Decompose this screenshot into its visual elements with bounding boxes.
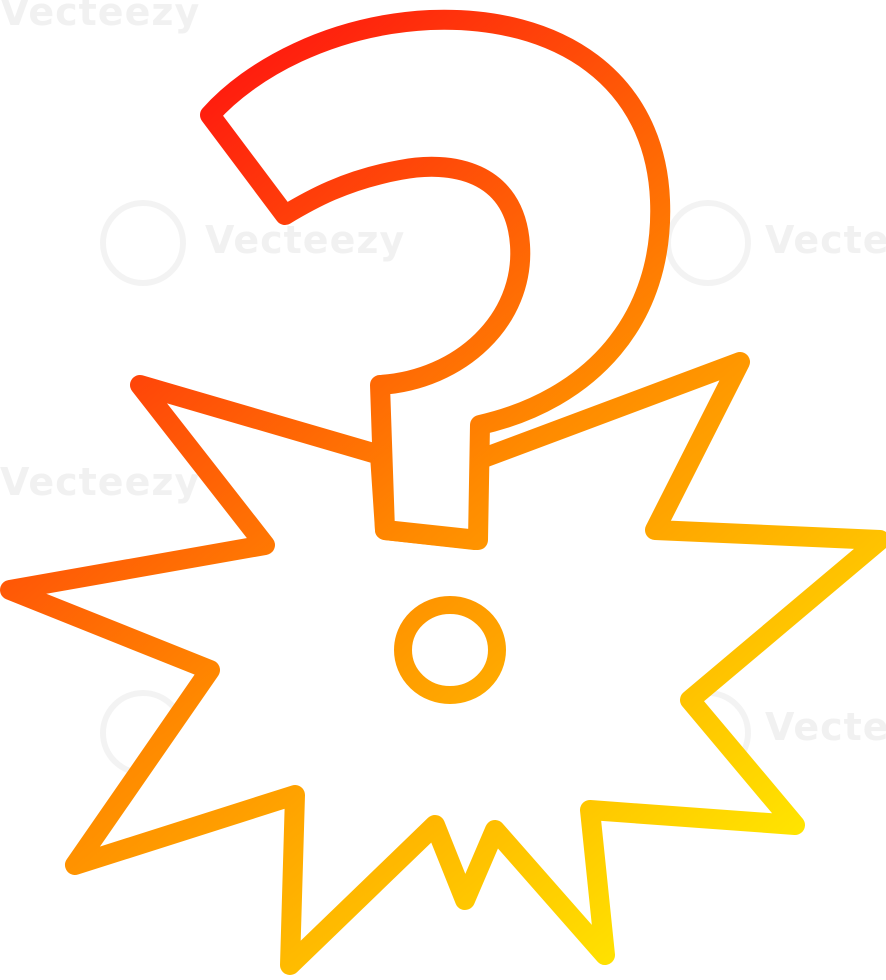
question-mark-shape <box>200 9 671 550</box>
question-mark-dot <box>394 596 506 704</box>
